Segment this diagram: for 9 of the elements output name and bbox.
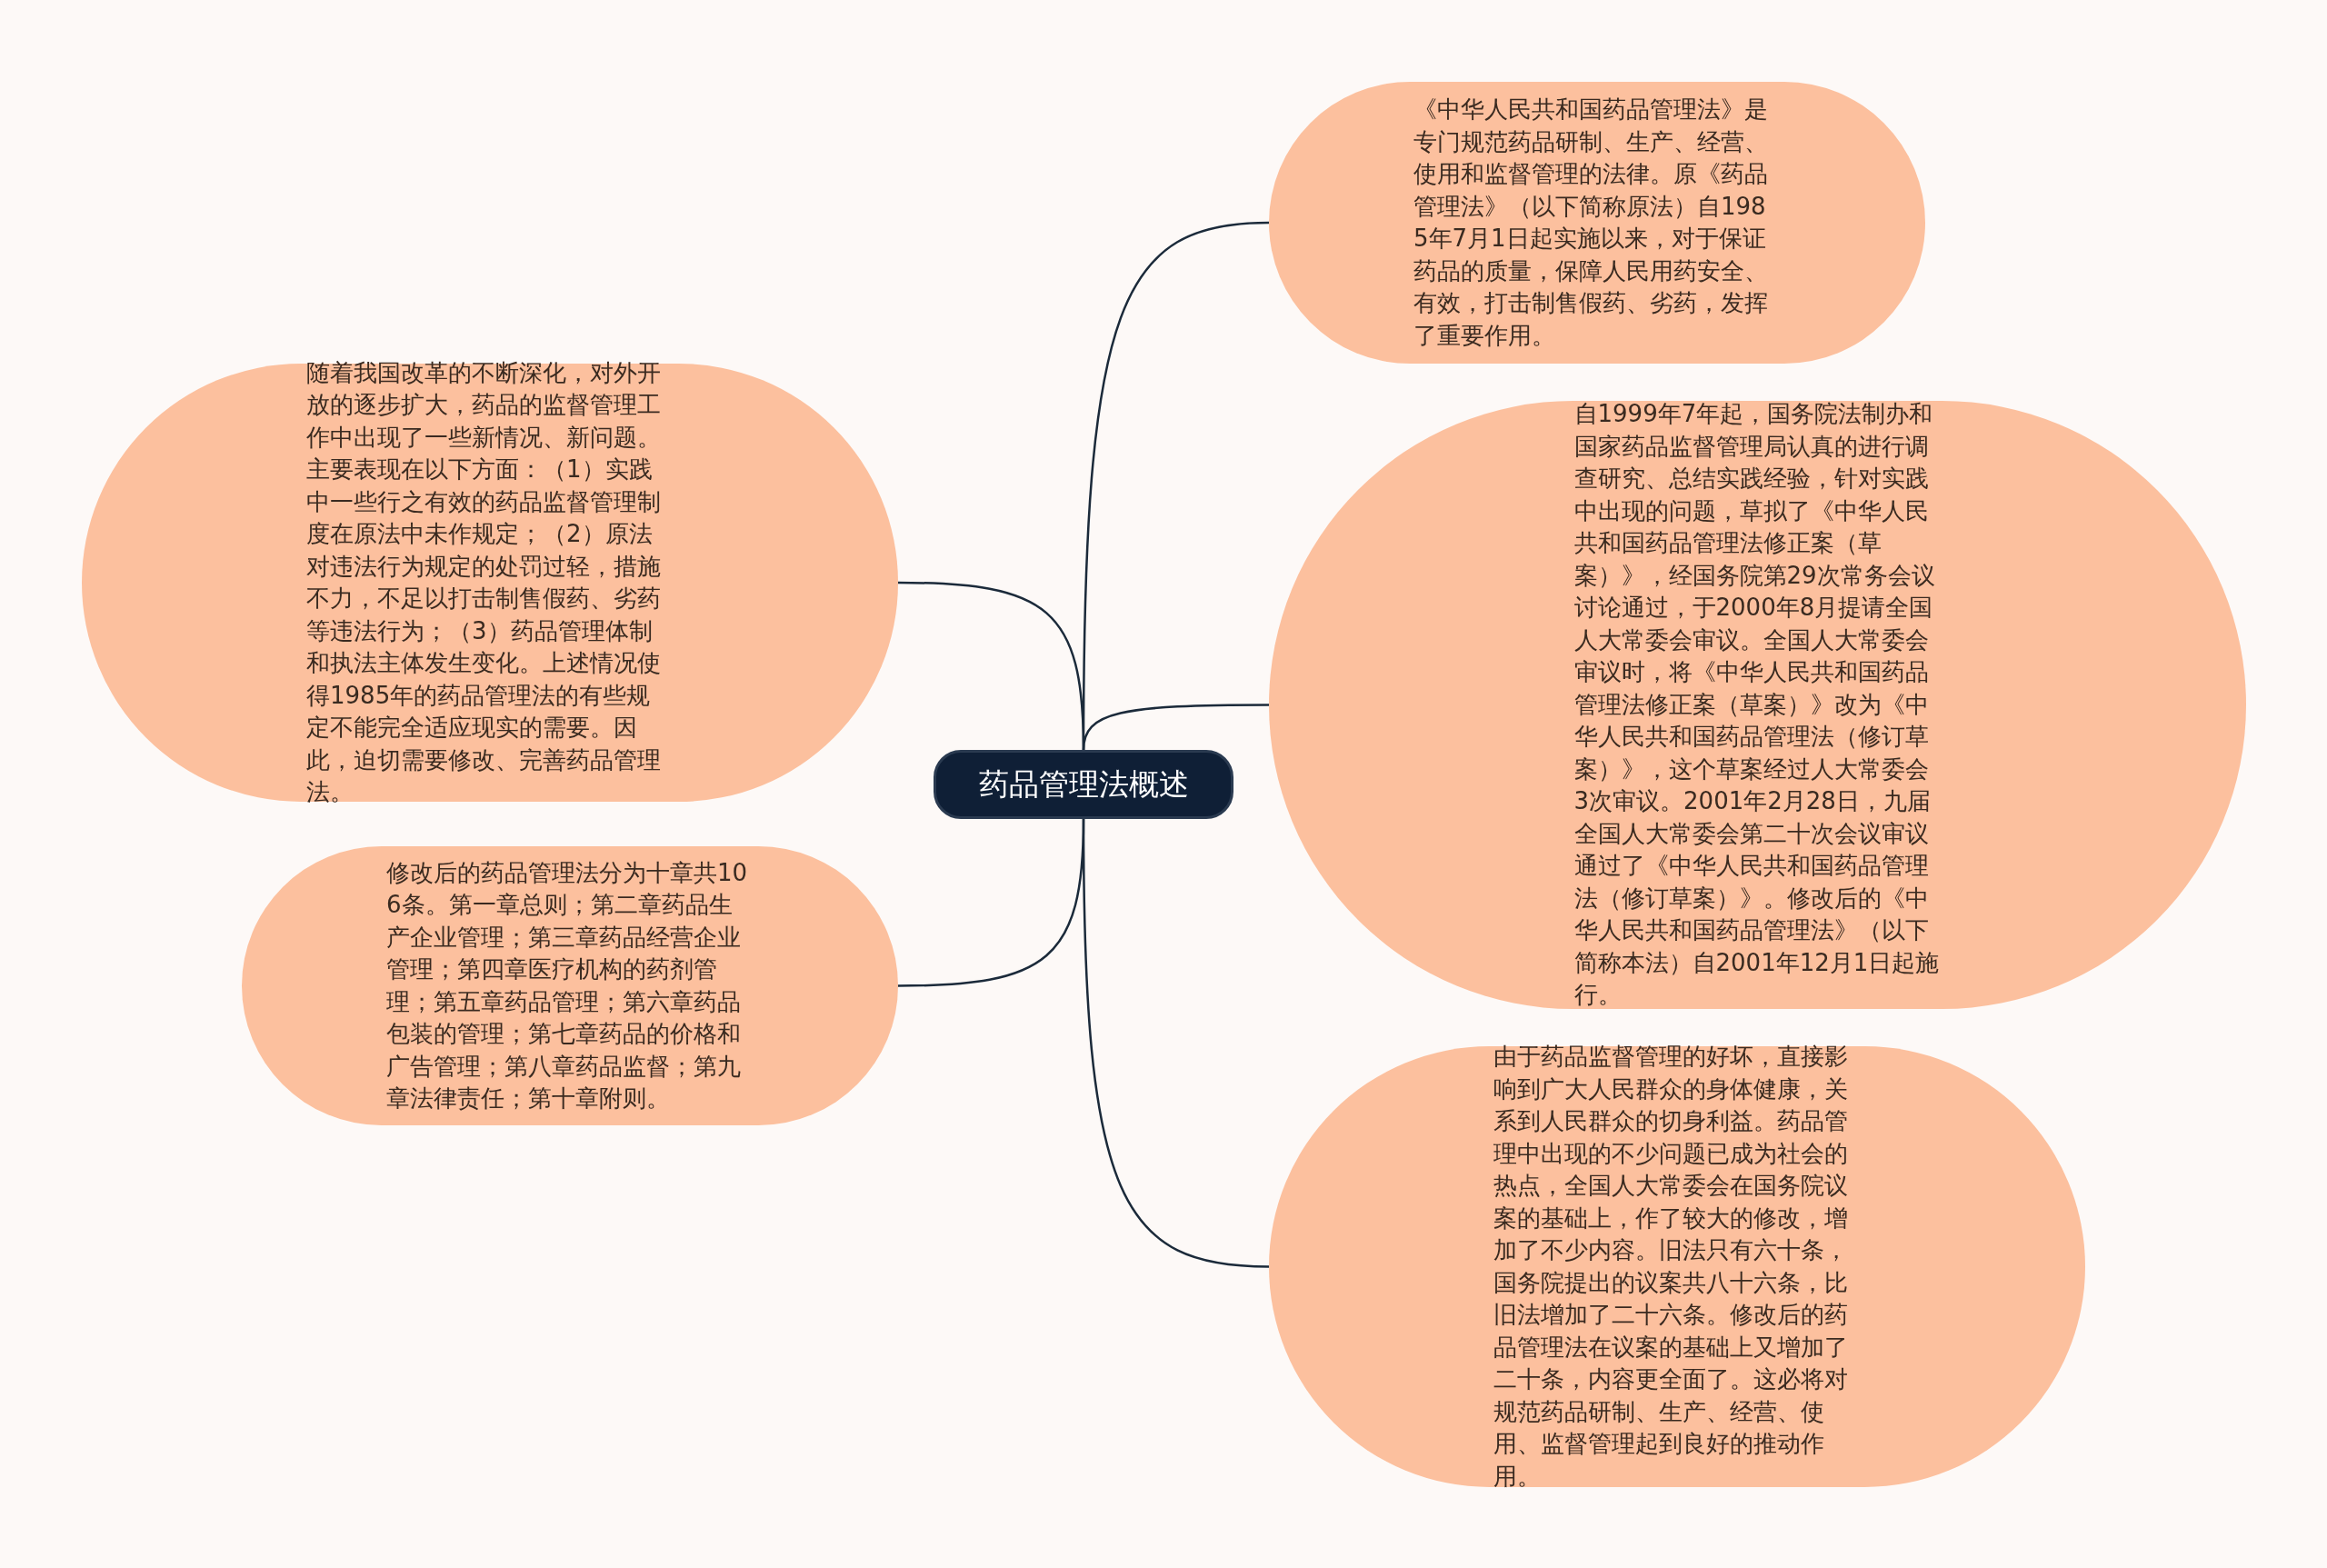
node-text: 修改后的药品管理法分为十章共106条。第一章总则；第二章药品生产企业管理；第三章药品经营企业管理；第四章医疗机构的药剂管理；第五章药品管理；第六章药品包装的管理；第七章药品的价格和广告管理；第八章药品监督；第九章法律责任；第十章附则。: [386, 857, 749, 1114]
node-text: 由于药品监督管理的好坏，直接影响到广大人民群众的身体健康，关系到人民群众的切身利益。药品管理中出现的不少问题已成为社会的热点，全国人大常委会在国务院议案的基础上，作了较大的修改，增加了不少内容。旧法只有六十条，国务院提出的议案共八十六条，比旧法增加了二十六条。修改后的药品管理法在议案的基础上又增加了二十条，内容更全面了。这必将对规范药品研制、生产、经营、使用、监督管理起到良好的推动作用。: [1493, 1042, 1849, 1492]
node-text: 《中华人民共和国药品管理法》是专门规范药品研制、生产、经营、使用和监督管理的法律。原《药品管理法》（以下简称原法）自1985年7月1日起实施以来，对于保证药品的质量，保障人民用药安全、有效，打击制售假药、劣药，发挥了重要作用。: [1413, 95, 1769, 351]
node-text: 自1999年7年起，国务院法制办和国家药品监督管理局认真的进行调查研究、总结实践经验，针对实践中出现的问题，草拟了《中华人民共和国药品管理法修正案（草案）》，经国务院第29次常务会议讨论通过，于2000年8月提请全国人大常委会审议。全国人大常委会审议时，将《中华人民共和国药品管理法修正案（草案）》改为《中华人民共和国药品管理法（修订草案）》，这个草案经过人大常委会3次审议。2001年2月28日，九届全国人大常委会第二十次会议审议通过了《中华人民共和国药品管理法（修订草案）》。修改后的《中华人民共和国药品管理法》（以下简称本法）自2001年12月1日起施行。: [1573, 399, 1941, 1011]
central-topic-box: [934, 750, 1233, 819]
connector-line: [897, 818, 1085, 987]
connector-line: [897, 581, 1085, 751]
node-text: 随着我国改革的不断深化，对外开放的逐步扩大，药品的监督管理工作中出现了一些新情况、新问题。主要表现在以下方面：（1）实践中一些行之有效的药品监督管理制度在原法中未作规定；（2）原法对违法行为规定的处罚过轻，措施不力，不足以打击制售假药、劣药等违法行为；（3）药品管理体制和执法主体发生变化。上述情况使得1985年的药品管理法的有些规定不能完全适应现实的需要。因此，迫切需要修改、完善药品管理法。: [306, 357, 662, 807]
topic-text: 药品管理法概述: [978, 764, 1189, 804]
